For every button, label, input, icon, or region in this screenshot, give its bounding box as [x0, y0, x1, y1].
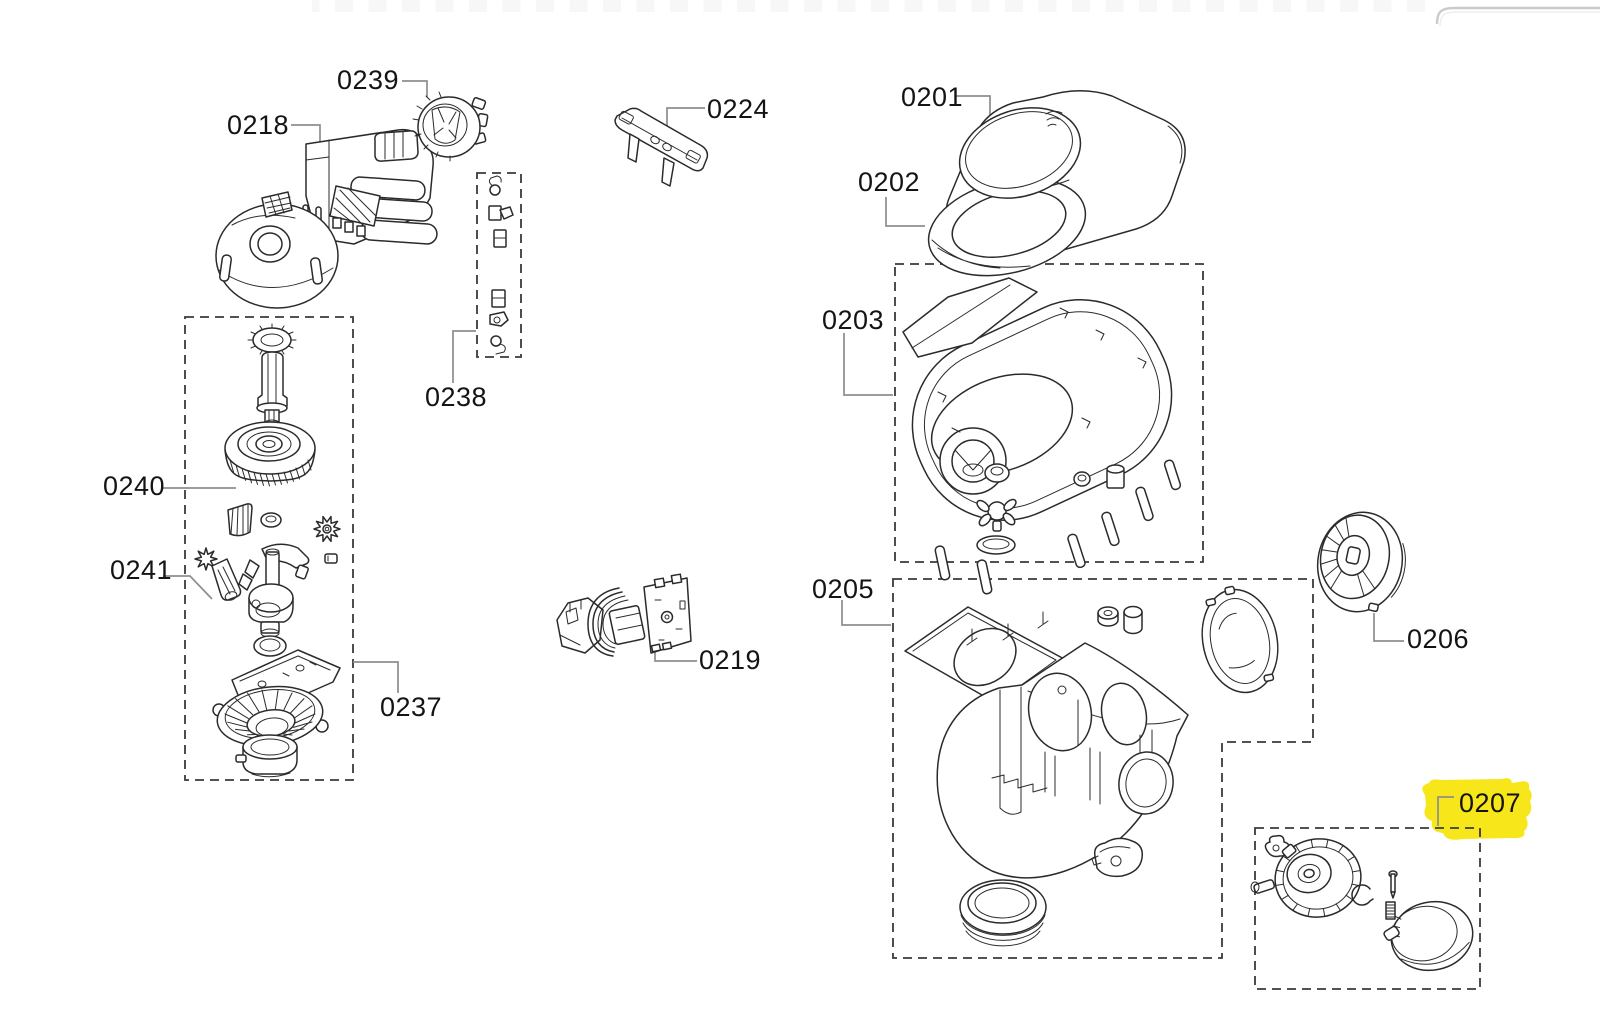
leader-0239: [402, 80, 428, 97]
part-label-0241[interactable]: 0241: [110, 555, 172, 585]
part-label-0237[interactable]: 0237: [380, 692, 442, 722]
leader-0203: [843, 333, 893, 396]
leader-0219: [654, 649, 697, 662]
group-box-0203: [894, 263, 1204, 563]
part-0207-knob-assembly-drawing: [1250, 834, 1474, 972]
leader-0202: [885, 197, 925, 227]
leader-0201: [956, 95, 991, 119]
leader-0241: [163, 575, 213, 600]
part-0224-bracket-drawing: [614, 107, 709, 187]
part-0240-gear-stack-drawing: [224, 323, 316, 487]
leader-0218: [291, 124, 321, 142]
part-0201-cover-pad-drawing: [958, 107, 1082, 199]
part-label-0206[interactable]: 0206: [1407, 624, 1469, 654]
leader-0238: [452, 330, 476, 383]
part-label-0201[interactable]: 0201: [901, 82, 963, 112]
part-0239-fan-rotor-drawing: [412, 91, 489, 162]
part-0218-drive-unit-drawing: [215, 128, 438, 309]
part-label-0202[interactable]: 0202: [858, 167, 920, 197]
part-0202-seal-ring-drawing: [927, 177, 1087, 277]
part-label-0240[interactable]: 0240: [103, 471, 165, 501]
group-box-0240-0237: [184, 316, 354, 781]
part-0206-wheel-drawing: [1316, 511, 1406, 613]
part-label-0207-highlighted[interactable]: 0207: [1459, 788, 1521, 818]
group-box-0207: [1254, 827, 1481, 990]
part-label-0238[interactable]: 0238: [425, 382, 487, 412]
leader-0224: [666, 107, 705, 127]
part-label-0218[interactable]: 0218: [227, 110, 289, 140]
part-0203-base-tray-drawing: [902, 277, 1182, 595]
part-label-0219[interactable]: 0219: [699, 645, 761, 675]
leader-0205: [841, 600, 891, 626]
leader-0237: [353, 661, 399, 693]
part-0237-coupling-parts-drawing: [194, 503, 341, 778]
leader-0206: [1373, 613, 1404, 642]
part-0238-small-parts-drawing: [488, 175, 514, 355]
group-box-0205: [892, 578, 1314, 959]
part-label-0203[interactable]: 0203: [822, 305, 884, 335]
leader-0207: [1437, 796, 1454, 826]
group-box-0238: [476, 172, 522, 358]
top-right-corner-border: [1435, 6, 1600, 27]
part-0203-small-parts-drawing: [976, 463, 1125, 555]
part-label-0239[interactable]: 0239: [337, 65, 399, 95]
part-0219-pcb-drawing: [556, 573, 692, 657]
part-label-0224[interactable]: 0224: [707, 94, 769, 124]
top-edge-artifact-row: [312, 0, 1436, 12]
part-label-0205[interactable]: 0205: [812, 574, 874, 604]
part-0205-housing-drawing: [904, 585, 1279, 947]
highlight-marker-0207: [1422, 778, 1532, 840]
